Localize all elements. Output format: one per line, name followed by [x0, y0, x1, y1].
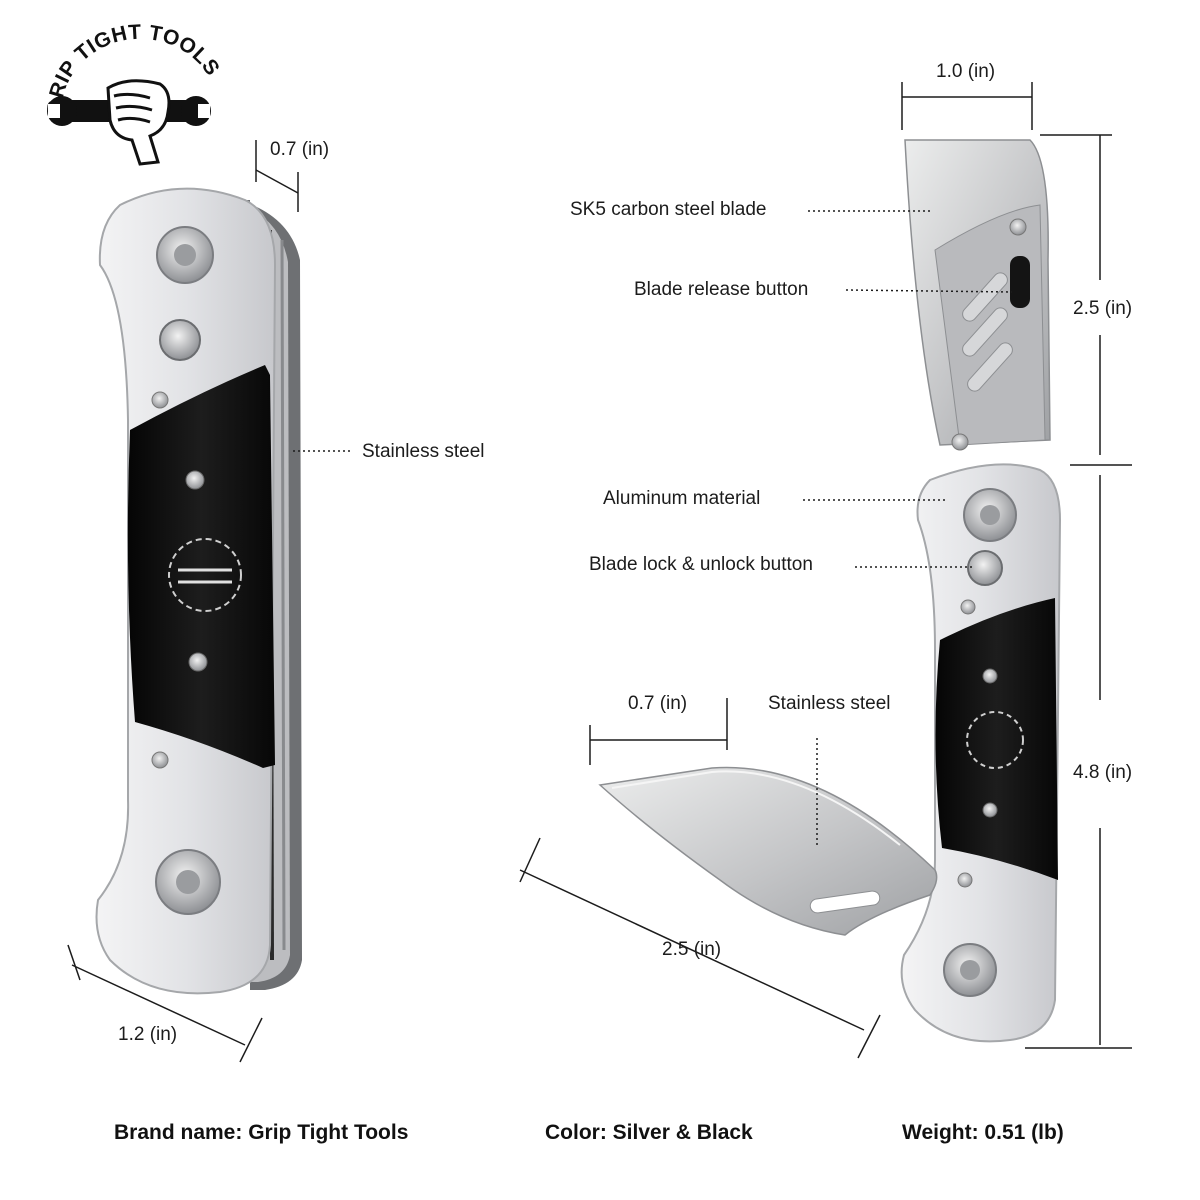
blade-material-label: SK5 carbon steel blade: [570, 199, 767, 220]
color-spec: Color: Silver & Black: [545, 1121, 753, 1144]
fist-icon: [106, 79, 171, 166]
blade-release-label: Blade release button: [634, 279, 809, 300]
knife-width-label: 0.7 (in): [628, 693, 688, 714]
aluminum-label: Aluminum material: [603, 488, 761, 509]
lock-unlock-label: Blade lock & unlock button: [589, 554, 813, 575]
handle-length-label: 4.8 (in): [1073, 762, 1133, 783]
closed-knife: [95, 187, 302, 995]
brand-spec: Brand name: Grip Tight Tools: [114, 1121, 409, 1144]
stainless-steel-label-left: Stainless steel: [362, 441, 485, 462]
blade-length-label: 2.5 (in): [1073, 298, 1133, 319]
blade-release-icon: [1010, 256, 1030, 308]
right-dimensions: [519, 82, 1132, 1059]
brand-logo: GRIP TIGHT TOOLS: [43, 21, 224, 166]
weight-spec: Weight: 0.51 (lb): [902, 1121, 1064, 1144]
lock-button: [159, 319, 201, 361]
blade-width-label: 1.0 (in): [936, 61, 996, 82]
knife-length-label: 2.5 (in): [662, 939, 722, 960]
thickness-label: 0.7 (in): [270, 139, 330, 160]
engraved-logo: [168, 538, 242, 612]
width-label: 1.2 (in): [118, 1024, 178, 1045]
left-dimensions: [67, 140, 352, 1063]
folding-blade: [598, 766, 938, 936]
utility-knife: [598, 139, 1062, 1043]
stainless-steel-label-right: Stainless steel: [768, 693, 891, 714]
lock-unlock-button: [967, 550, 1003, 586]
